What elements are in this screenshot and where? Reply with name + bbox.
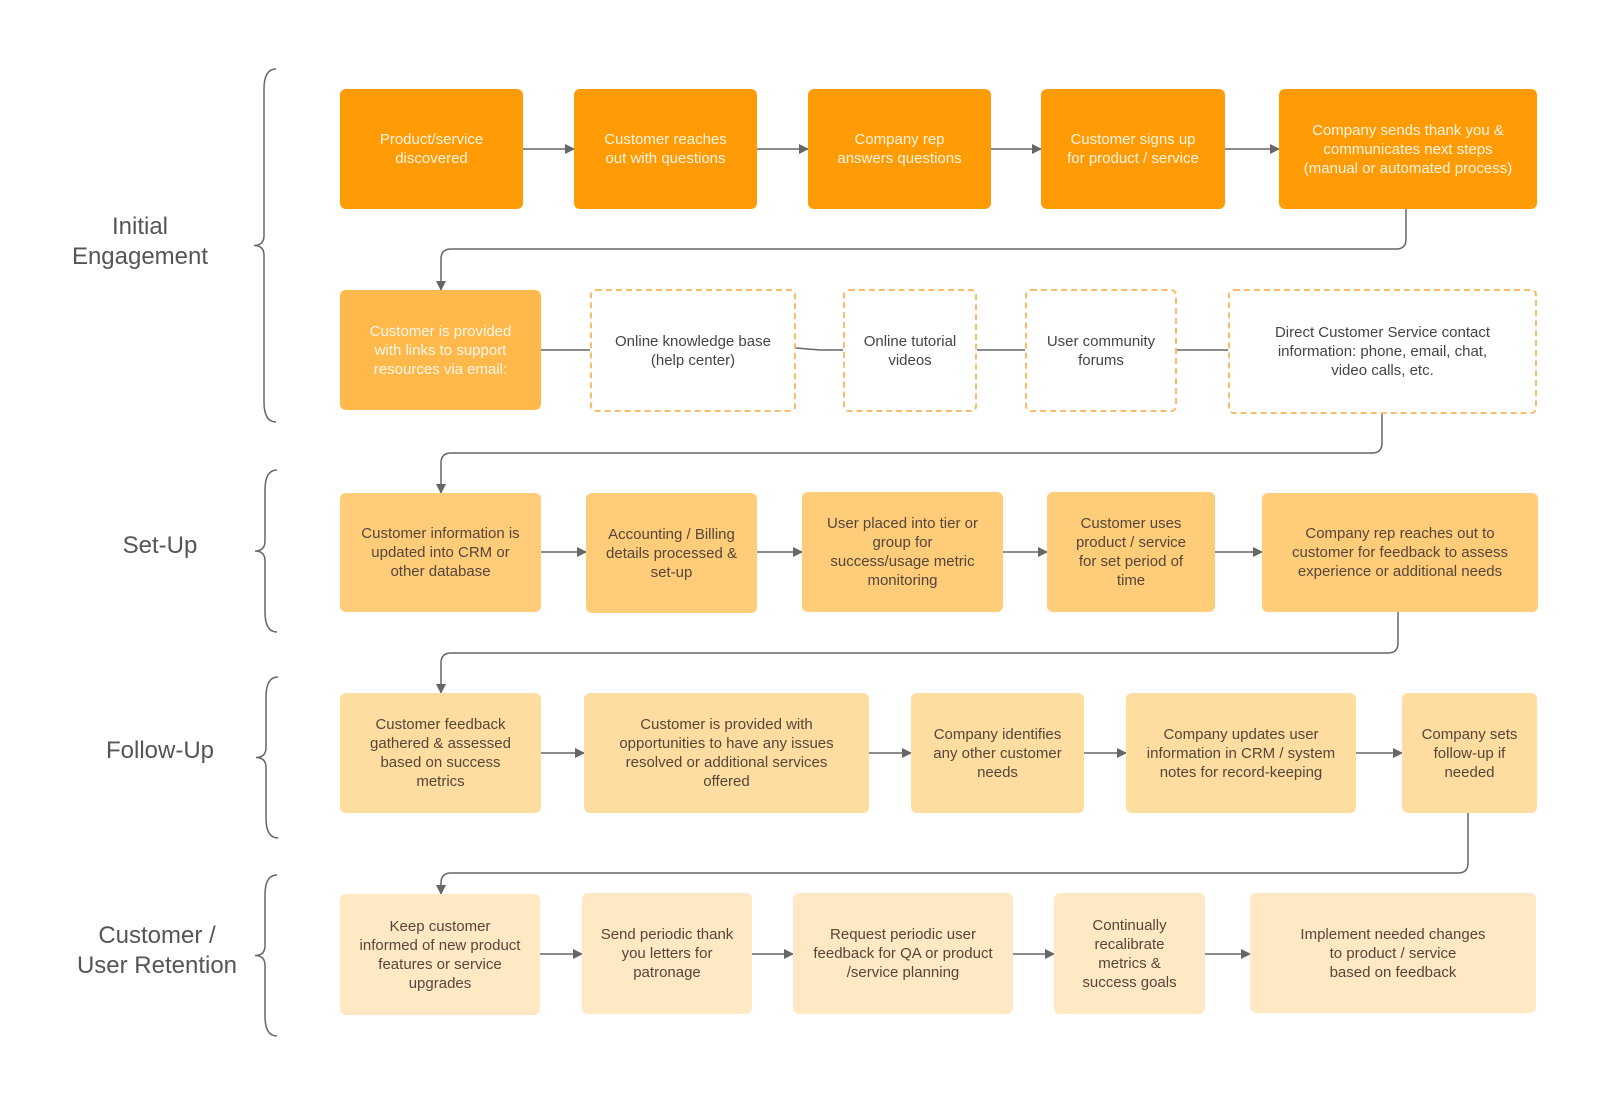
step-request-feedback: Request periodic user feedback for QA or… [793,893,1013,1014]
brace-initial-engagement [253,68,277,423]
resource-direct-contact: Direct Customer Service contact informat… [1228,289,1537,414]
step-feedback-assessed: Customer feedback gathered & assessed ba… [340,693,541,813]
brace-set-up [254,469,278,633]
row-connector-3 [436,612,1399,694]
step-billing-setup: Accounting / Billing details processed &… [586,493,757,613]
phase-label-initial-engagement: Initial Engagement [71,213,209,270]
step-customer-signs-up: Customer signs up for product / service [1041,89,1225,209]
step-follow-up: Company sets follow-up if needed [1402,693,1537,813]
step-support-links: Customer is provided with links to suppo… [340,290,541,410]
phase-label-follow-up: Follow-Up [105,737,215,764]
phase-label-retention: Customer / User Retention [76,922,238,979]
step-product-discovered: Product/service discovered [340,89,523,209]
step-issues-resolved: Customer is provided with opportunities … [584,693,869,813]
step-keep-informed: Keep customer informed of new product fe… [340,894,540,1015]
step-crm-update: Customer information is updated into CRM… [340,493,541,612]
row-connector-4 [436,813,1469,895]
step-thank-you-letters: Send periodic thank you letters for patr… [582,893,752,1014]
step-crm-notes: Company updates user information in CRM … [1126,693,1356,813]
resource-connector [795,347,843,351]
resource-knowledge-base: Online knowledge base (help center) [590,289,796,412]
row-connector-1 [436,209,1407,291]
resource-community-forums: User community forums [1025,289,1177,412]
step-customer-reaches-out: Customer reaches out with questions [574,89,757,209]
step-thank-you-next-steps: Company sends thank you & communicates n… [1279,89,1537,209]
phase-label-set-up: Set-Up [122,532,198,559]
brace-follow-up [255,676,279,839]
step-customer-uses-product: Customer uses product / service for set … [1047,492,1215,612]
brace-retention [254,874,278,1037]
step-tier-placement: User placed into tier or group for succe… [802,492,1003,612]
step-recalibrate-metrics: Continually recalibrate metrics & succes… [1054,893,1205,1014]
step-identify-needs: Company identifies any other customer ne… [911,693,1084,813]
row-connector-2 [436,414,1383,494]
step-rep-answers: Company rep answers questions [808,89,991,209]
step-implement-changes: Implement needed changes to product / se… [1250,893,1536,1013]
resource-tutorial-videos: Online tutorial videos [843,289,977,412]
step-feedback-outreach: Company rep reaches out to customer for … [1262,493,1538,612]
